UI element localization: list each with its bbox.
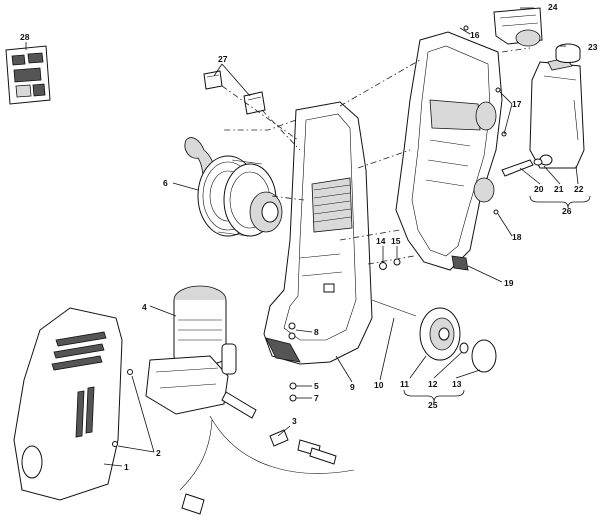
part-12-washer (459, 342, 469, 354)
callout-27: 27 (218, 54, 228, 64)
callout-10: 10 (374, 380, 384, 390)
part-19-rear-cover (395, 31, 503, 271)
part-6-hose-reel (184, 137, 283, 237)
callout-19: 19 (504, 278, 514, 288)
callout-26: 26 (562, 206, 572, 216)
callout-23: 23 (588, 42, 598, 52)
callout-18: 18 (512, 232, 522, 242)
fasteners (112, 25, 507, 447)
callout-24: 24 (548, 2, 558, 12)
part-11-wheel (419, 307, 461, 361)
part-23-cap (555, 43, 581, 63)
callout-8: 8 (314, 327, 319, 337)
part-20-21-suction-hose (501, 158, 543, 177)
callout-11: 11 (400, 379, 409, 389)
callout-17: 17 (512, 99, 522, 109)
part-28-label-sheet (5, 45, 51, 105)
callout-4: 4 (142, 302, 147, 312)
callout-1: 1 (124, 462, 129, 472)
callout-20: 20 (534, 184, 544, 194)
part-3-connector-hose (179, 415, 355, 515)
part-27-labels (203, 70, 266, 115)
callout-22: 22 (574, 184, 584, 194)
callout-28: 28 (20, 32, 30, 42)
callout-15: 15 (391, 236, 401, 246)
callout-21: 21 (554, 184, 564, 194)
callout-12: 12 (428, 379, 438, 389)
callout-3: 3 (292, 416, 297, 426)
part-1-front-cover (13, 307, 123, 501)
callout-9: 9 (350, 382, 355, 392)
part-10-axle (371, 299, 417, 317)
callout-6: 6 (163, 178, 168, 188)
callout-2: 2 (156, 448, 161, 458)
assembly-lines (221, 47, 531, 265)
part-4-motor-pump (145, 285, 257, 419)
callout-labels: 28 27 6 4 1 2 3 5 7 8 9 10 11 12 13 25 1… (20, 2, 598, 472)
callout-13: 13 (452, 379, 462, 389)
callout-16: 16 (470, 30, 480, 40)
callout-7: 7 (314, 393, 319, 403)
callout-5: 5 (314, 381, 319, 391)
part-24-bracket (493, 7, 543, 47)
part-22-detergent-tank (529, 57, 585, 169)
part-13-hubcap (471, 339, 497, 373)
leader-lines (25, 7, 591, 467)
callout-25: 25 (428, 400, 438, 410)
callout-14: 14 (376, 236, 386, 246)
part-9-main-frame (263, 101, 373, 365)
